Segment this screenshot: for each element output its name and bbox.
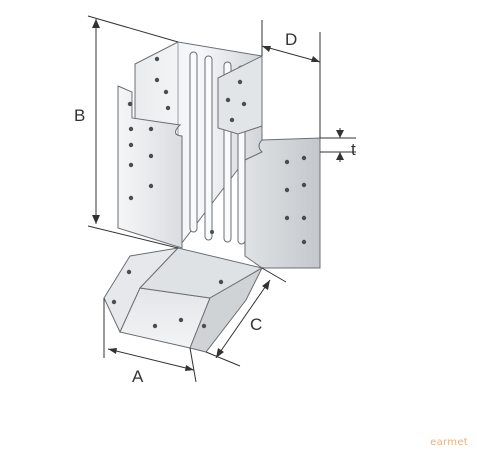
right-upper-tab [217,55,263,135]
dim-b-ext-bottom [87,225,179,249]
dim-label-d: D [285,30,297,49]
dim-label-b: B [74,106,85,125]
dim-c-ext-bottom [205,351,241,367]
slot [204,55,213,241]
dimension-lines [87,15,356,383]
dim-label-a: A [132,367,144,386]
dim-a-ext-right [189,347,197,383]
hole-group [154,56,214,234]
arrowheads [92,19,344,371]
dim-c-line [215,279,271,359]
dim-d-line [261,45,321,63]
dim-a-line [107,348,195,371]
seat-base [103,247,264,353]
dim-label-c: C [250,315,262,334]
slot [189,51,198,233]
watermark-logo: earmet [430,437,468,448]
dim-label-t: t [351,140,356,159]
right-side-plate [244,137,321,269]
dim-c-ext-top [261,267,287,283]
left-side-plate [117,85,183,249]
dim-b-ext-top [87,15,179,43]
